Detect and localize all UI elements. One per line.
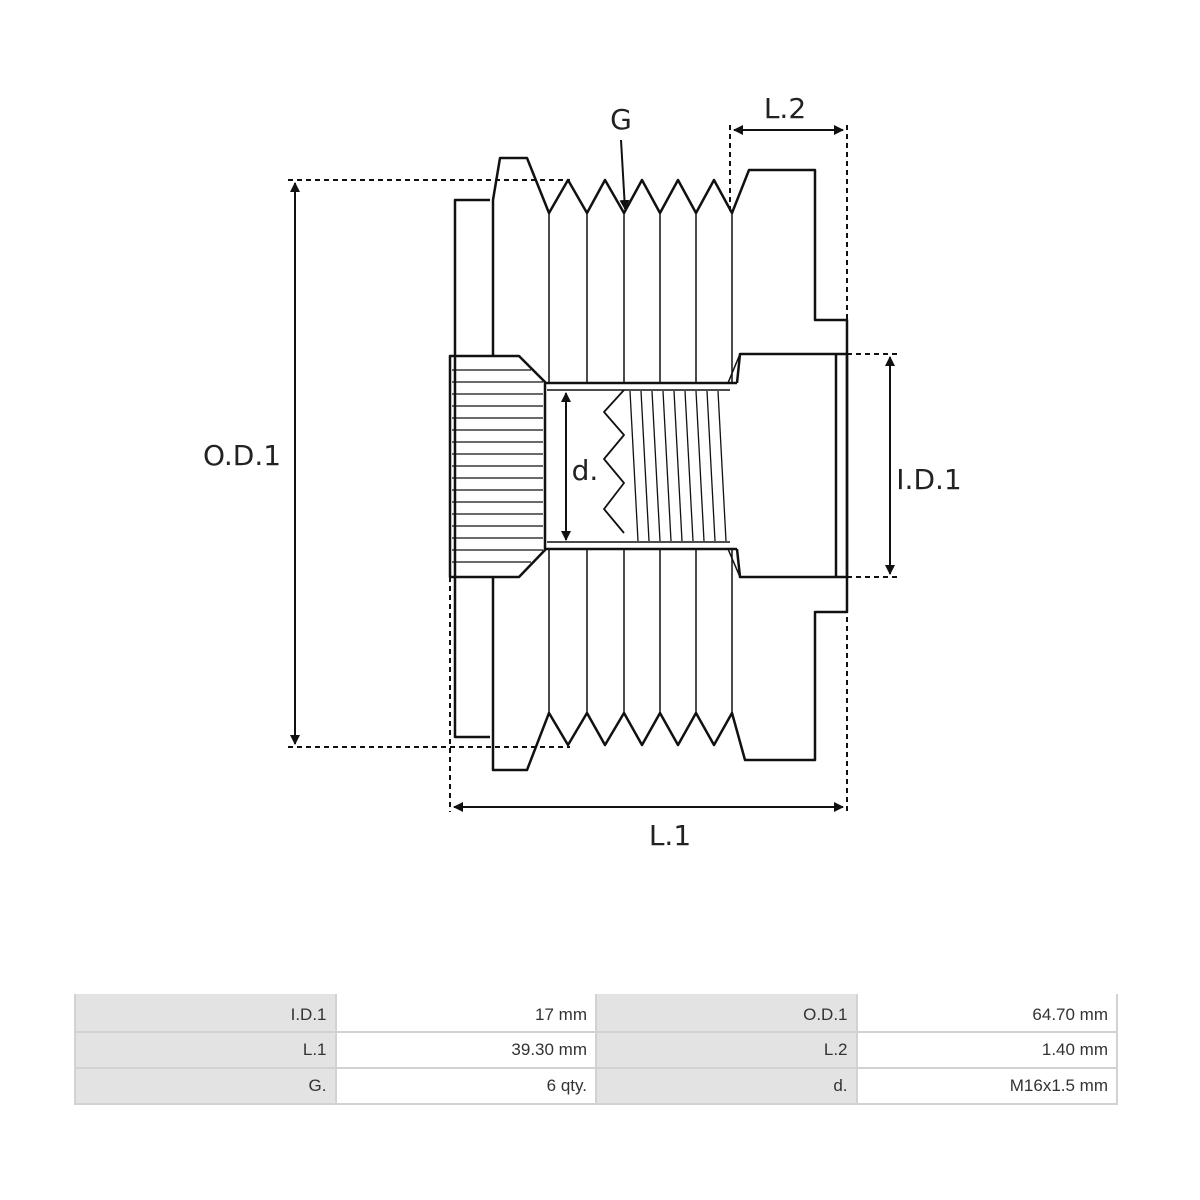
spec-value: 39.30 mm [334, 1031, 597, 1069]
spec-value: M16x1.5 mm [855, 1067, 1118, 1105]
bore [545, 381, 737, 551]
table-row: I.D.1 17 mm O.D.1 64.70 mm [74, 994, 1118, 1033]
groove-lines-lower [548, 549, 733, 713]
spec-key: O.D.1 [595, 994, 858, 1033]
specification-table: I.D.1 17 mm O.D.1 64.70 mm L.1 39.30 mm … [74, 994, 1118, 1105]
thread-hatch-lines [629, 390, 727, 542]
g-leader-arrow [619, 139, 630, 210]
spec-key: I.D.1 [74, 994, 337, 1033]
thread-hatch-line [684, 390, 694, 542]
spec-key: L.1 [74, 1031, 337, 1069]
thread-hatch-line [717, 390, 727, 542]
table-row: L.1 39.30 mm L.2 1.40 mm [74, 1031, 1118, 1069]
bore-inner-lines [547, 389, 730, 543]
right-hub [735, 352, 849, 579]
pulley-technical-drawing: O.D.1 I.D.1 L.1 L.2 G d. [203, 92, 962, 852]
od1-label: O.D.1 [203, 439, 281, 472]
groove-lines-upper [548, 213, 733, 382]
thread-zigzag [603, 389, 625, 534]
spec-key: d. [595, 1067, 858, 1105]
l2-label: L.2 [764, 92, 806, 125]
thread-hatch-line [640, 390, 650, 542]
d-label: d. [572, 454, 599, 487]
spec-value: 64.70 mm [855, 994, 1118, 1033]
thread-hatch-line [673, 390, 683, 542]
thread-hatch-line [695, 390, 705, 542]
thread-hatch-line [629, 390, 639, 542]
extension-lines [288, 125, 897, 812]
spec-value: 17 mm [334, 994, 597, 1033]
pulley-body [448, 156, 849, 772]
thread-hatch-line [662, 390, 672, 542]
dimension-arrows [290, 125, 895, 812]
id1-label: I.D.1 [896, 463, 961, 496]
l1-label: L.1 [649, 819, 691, 852]
spec-key: L.2 [595, 1031, 858, 1069]
spec-key: G. [74, 1067, 337, 1105]
thread-hatch-line [651, 390, 661, 542]
spec-value: 6 qty. [334, 1067, 597, 1105]
right-hub-chamfer [727, 353, 741, 578]
hub-knurl-lines [452, 369, 543, 563]
spec-value: 1.40 mm [855, 1031, 1118, 1069]
table-row: G. 6 qty. d. M16x1.5 mm [74, 1067, 1118, 1105]
thread-hatch-line [706, 390, 716, 542]
g-label: G [610, 103, 632, 136]
rear-flange [453, 198, 490, 739]
